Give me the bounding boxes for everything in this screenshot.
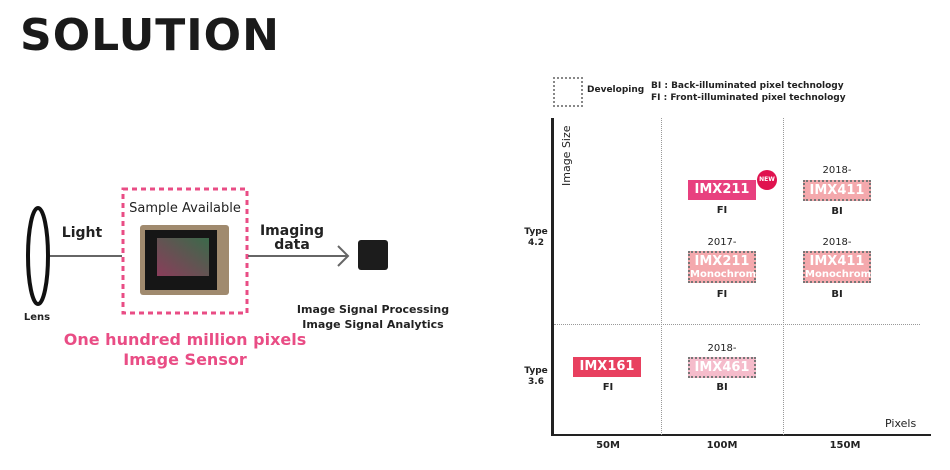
light-label: Light bbox=[61, 225, 103, 241]
isp-line1: Image Signal Processing bbox=[296, 303, 450, 316]
tech-label: FI bbox=[716, 205, 728, 216]
bi-legend: BI : Back-illuminated pixel technology bbox=[651, 81, 844, 91]
sensor-caption-line1: One hundred million pixels bbox=[63, 330, 307, 349]
imaging-line1: Imaging bbox=[259, 223, 325, 239]
sensor-caption-line2: Image Sensor bbox=[123, 350, 247, 369]
year-label: 2018- bbox=[822, 165, 852, 176]
y-tick-line1: Type bbox=[524, 366, 548, 376]
x-tick-label: 100M bbox=[706, 440, 738, 451]
tech-label: BI bbox=[716, 382, 728, 393]
grid-line bbox=[554, 324, 920, 325]
year-label: 2017- bbox=[707, 237, 737, 248]
product-imx411: IMX411 bbox=[803, 180, 871, 201]
lens-label: Lens bbox=[23, 312, 51, 323]
product-imx161: IMX161 bbox=[573, 357, 641, 377]
product-imx461: IMX461 bbox=[688, 357, 756, 378]
developing-legend-label: Developing bbox=[587, 85, 645, 95]
tech-label: FI bbox=[716, 289, 728, 300]
processor-icon bbox=[358, 240, 388, 270]
imaging-line2: data bbox=[274, 237, 310, 253]
new-badge: NEW bbox=[757, 170, 777, 190]
fi-legend: FI : Front-illuminated pixel technology bbox=[651, 93, 846, 103]
page-title: SOLUTION bbox=[20, 10, 280, 61]
tech-label: BI bbox=[831, 206, 843, 217]
tech-label: FI bbox=[602, 382, 614, 393]
grid-line bbox=[783, 118, 784, 435]
arrow-icon bbox=[337, 245, 350, 267]
x-tick-label: 50M bbox=[596, 440, 620, 451]
year-label: 2018- bbox=[822, 237, 852, 248]
tech-label: BI bbox=[831, 289, 843, 300]
isp-line2: Image Signal Analytics bbox=[302, 318, 444, 331]
sample-box bbox=[121, 187, 249, 315]
y-tick-line2: 3.6 bbox=[528, 377, 544, 387]
sample-available-label: Sample Available bbox=[129, 201, 241, 216]
x-axis bbox=[551, 434, 931, 436]
product-sub: Monochrome bbox=[690, 269, 763, 280]
y-axis-label: Image Size bbox=[560, 125, 573, 186]
x-tick-label: 150M bbox=[829, 440, 861, 451]
developing-legend-swatch bbox=[553, 77, 583, 107]
x-axis-label: Pixels bbox=[885, 417, 917, 430]
product-name: IMX211 bbox=[694, 254, 750, 269]
grid-line bbox=[661, 118, 662, 435]
y-tick-line1: Type bbox=[524, 227, 548, 237]
year-label: 2018- bbox=[707, 343, 737, 354]
product-sub: Monochrome bbox=[805, 269, 878, 280]
product-imx211: IMX211 bbox=[688, 180, 756, 200]
diagram-graphics bbox=[26, 187, 388, 315]
product-name: IMX411 bbox=[809, 254, 865, 269]
y-axis bbox=[551, 118, 554, 436]
lens-icon bbox=[26, 206, 50, 306]
y-tick-line2: 4.2 bbox=[528, 238, 544, 248]
